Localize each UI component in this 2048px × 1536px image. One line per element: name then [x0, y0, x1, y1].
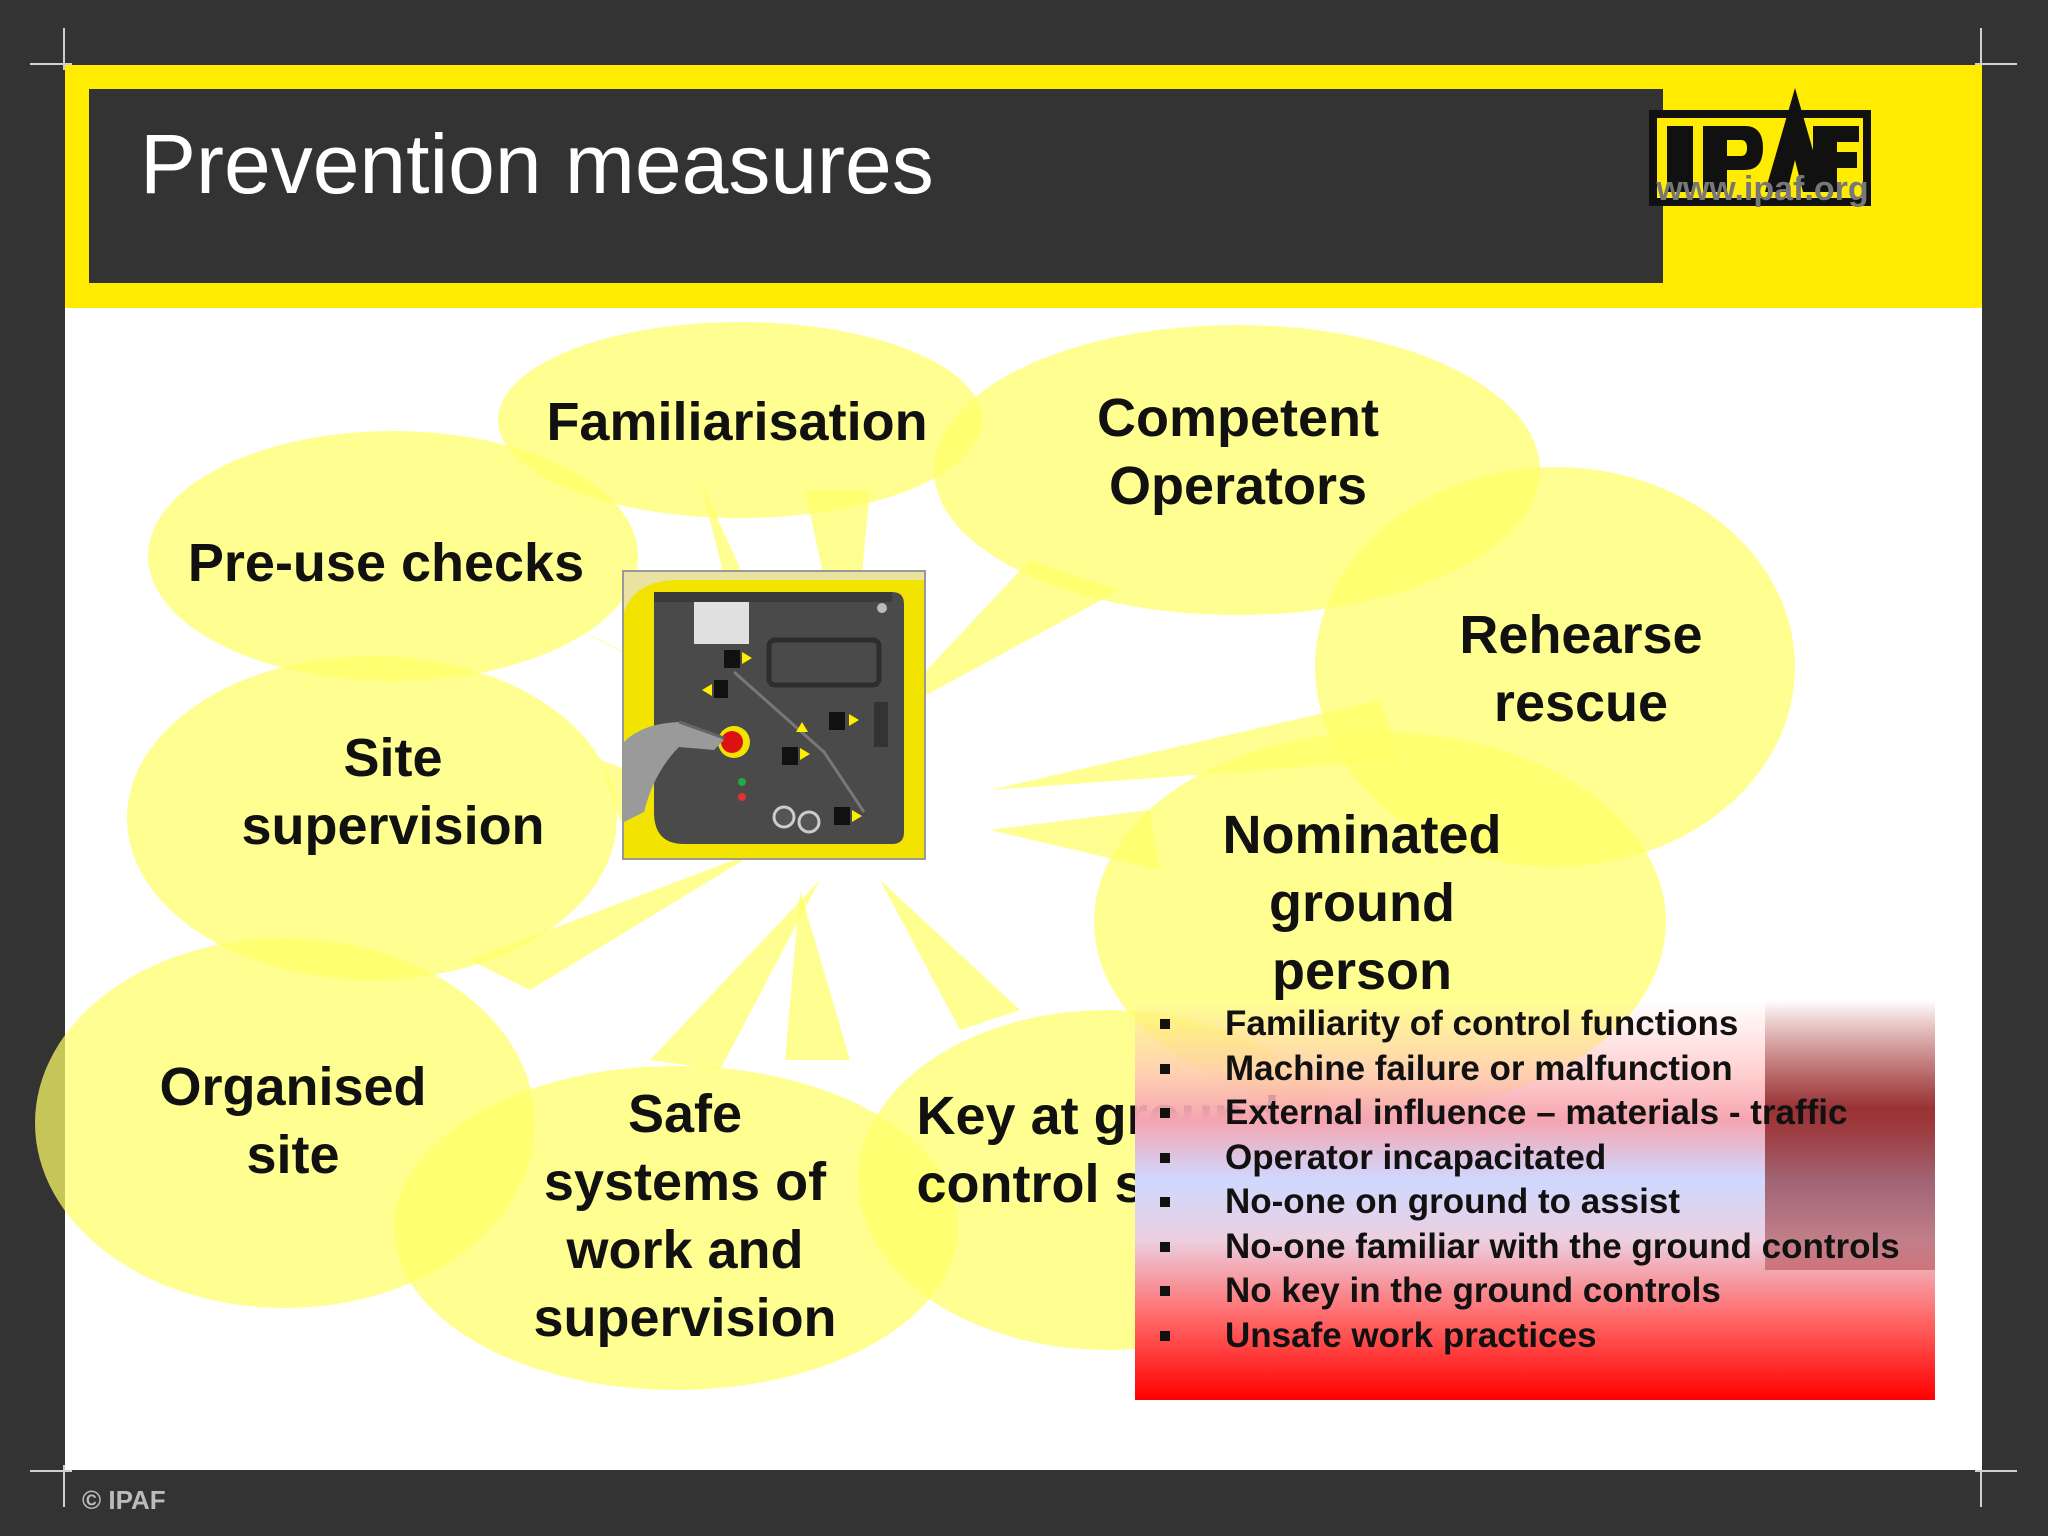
logo-url: www.ipaf.org	[1656, 170, 1869, 208]
crop-mark	[63, 1465, 65, 1507]
list-item: Machine failure or malfunction	[1150, 1047, 1900, 1092]
title-bar	[89, 89, 1663, 283]
bubble-familiarisation	[498, 322, 982, 518]
bullet-icon	[1160, 1019, 1170, 1029]
copyright-footer: © IPAF	[82, 1485, 166, 1515]
list-item: No-one on ground to assist	[1150, 1180, 1900, 1225]
crop-mark	[1980, 28, 1982, 70]
bullet-icon	[1160, 1152, 1170, 1163]
bubble-tail	[880, 880, 1020, 1030]
page-title: Prevention measures	[140, 117, 934, 211]
list-item: No key in the ground controls	[1150, 1269, 1900, 1314]
label-organised-site: Organised site	[159, 1057, 427, 1185]
crop-mark	[63, 28, 65, 70]
bullet-icon	[1160, 1197, 1170, 1207]
label-site-supervision: Site supervision	[241, 728, 545, 856]
crop-mark	[1975, 1470, 2017, 1472]
bubble-site-supervision	[127, 656, 617, 980]
bubble-tail	[785, 890, 850, 1060]
list-item: Familiarity of control functions	[1150, 1002, 1900, 1047]
crop-mark	[30, 1470, 72, 1472]
list-item: Operator incapacitated	[1150, 1136, 1900, 1181]
bullet-icon	[1160, 1108, 1170, 1118]
risk-factors-list: Familiarity of control functions Machine…	[1150, 1002, 1900, 1358]
bullet-icon	[1160, 1063, 1170, 1074]
label-nominated-ground-person: Nominated ground person	[1222, 805, 1502, 1001]
crop-mark	[1980, 1465, 1982, 1507]
ipaf-logo	[1649, 88, 1871, 206]
label-competent-operators: Competent Operators	[1097, 388, 1379, 516]
crop-mark	[30, 63, 72, 65]
bubble-tail	[650, 880, 820, 1070]
label-safe-systems: Safe systems of work and supervision	[533, 1084, 837, 1348]
list-item: Unsafe work practices	[1150, 1314, 1900, 1359]
risk-factors-panel	[1135, 1000, 1935, 1400]
list-item: No-one familiar with the ground controls	[1150, 1225, 1900, 1270]
bubble-tail	[470, 850, 760, 990]
label-familiarisation: Familiarisation	[546, 392, 928, 452]
ground-control-panel-illustration	[622, 570, 926, 860]
label-pre-use-checks: Pre-use checks	[187, 533, 585, 593]
crop-mark	[1975, 63, 2017, 65]
label-rehearse-rescue: Rehearse rescue	[1459, 605, 1703, 733]
bubble-safe-systems	[394, 1066, 958, 1390]
bullet-icon	[1160, 1241, 1170, 1252]
bubble-tail	[880, 560, 1120, 720]
bullet-icon	[1160, 1330, 1170, 1341]
bullet-icon	[1160, 1286, 1170, 1296]
bubble-pre-use-checks	[148, 431, 638, 681]
list-item: External influence – materials - traffic	[1150, 1091, 1900, 1136]
